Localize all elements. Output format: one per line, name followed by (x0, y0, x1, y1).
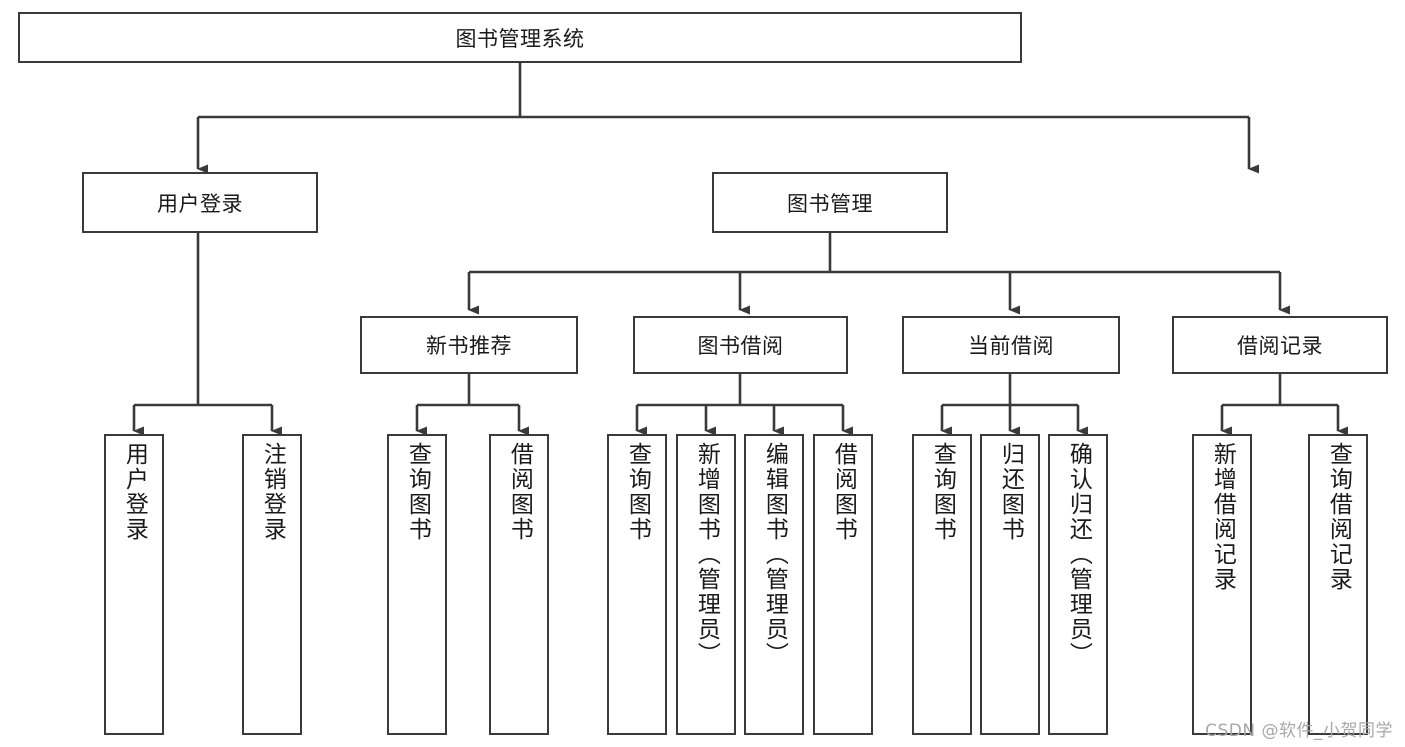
leaf-borrow-query-book[interactable]: 查询图书 (607, 434, 667, 735)
leaf-borrow-edit-book-admin-label: 编辑图书（管理员） (761, 442, 788, 667)
node-user-login[interactable]: 用户登录 (82, 172, 318, 233)
leaf-borrow-add-book-admin-label: 新增图书（管理员） (693, 442, 720, 667)
leaf-user-login-signin[interactable]: 用户登录 (104, 434, 164, 735)
node-book-borrow-label: 图书借阅 (697, 334, 784, 358)
leaf-borrow-edit-book-admin[interactable]: 编辑图书（管理员） (744, 434, 804, 735)
leaf-current-query-book[interactable]: 查询图书 (912, 434, 972, 735)
node-current-borrow[interactable]: 当前借阅 (902, 316, 1120, 374)
leaf-records-add-record-label: 新增借阅记录 (1209, 442, 1236, 592)
node-new-book-recommend-label: 新书推荐 (426, 334, 512, 358)
leaf-current-query-book-label: 查询图书 (929, 442, 956, 542)
leaf-user-login-signout[interactable]: 注销登录 (242, 434, 302, 735)
node-root-system[interactable]: 图书管理系统 (18, 12, 1022, 63)
node-new-book-recommend[interactable]: 新书推荐 (360, 316, 578, 374)
csdn-watermark: CSDN @软件_小贺同学 (1205, 721, 1393, 741)
node-borrow-records-label: 借阅记录 (1237, 334, 1323, 358)
leaf-newbook-query-book[interactable]: 查询图书 (387, 434, 447, 735)
node-user-login-label: 用户登录 (157, 191, 243, 216)
leaf-newbook-borrow-book-label: 借阅图书 (506, 442, 533, 542)
leaf-user-login-signin-label: 用户登录 (121, 442, 148, 542)
leaf-borrow-borrow-book[interactable]: 借阅图书 (813, 434, 873, 735)
leaf-current-confirm-return-admin[interactable]: 确认归还（管理员） (1048, 434, 1108, 735)
leaf-borrow-borrow-book-label: 借阅图书 (830, 442, 857, 542)
leaf-newbook-borrow-book[interactable]: 借阅图书 (489, 434, 549, 735)
leaf-borrow-add-book-admin[interactable]: 新增图书（管理员） (676, 434, 736, 735)
node-current-borrow-label: 当前借阅 (968, 334, 1054, 358)
node-book-management[interactable]: 图书管理 (712, 172, 948, 233)
node-book-borrow[interactable]: 图书借阅 (633, 316, 848, 374)
leaf-borrow-query-book-label: 查询图书 (624, 442, 651, 542)
node-root-system-label: 图书管理系统 (455, 26, 585, 51)
leaf-records-query-record[interactable]: 查询借阅记录 (1308, 434, 1368, 735)
leaf-current-confirm-return-admin-label: 确认归还（管理员） (1065, 442, 1092, 667)
leaf-user-login-signout-label: 注销登录 (259, 442, 286, 542)
node-book-management-label: 图书管理 (787, 191, 873, 216)
leaf-newbook-query-book-label: 查询图书 (404, 442, 431, 542)
node-borrow-records[interactable]: 借阅记录 (1172, 316, 1388, 374)
leaf-records-add-record[interactable]: 新增借阅记录 (1192, 434, 1252, 735)
leaf-records-query-record-label: 查询借阅记录 (1325, 442, 1352, 592)
leaf-current-return-book[interactable]: 归还图书 (980, 434, 1040, 735)
leaf-current-return-book-label: 归还图书 (997, 442, 1024, 542)
